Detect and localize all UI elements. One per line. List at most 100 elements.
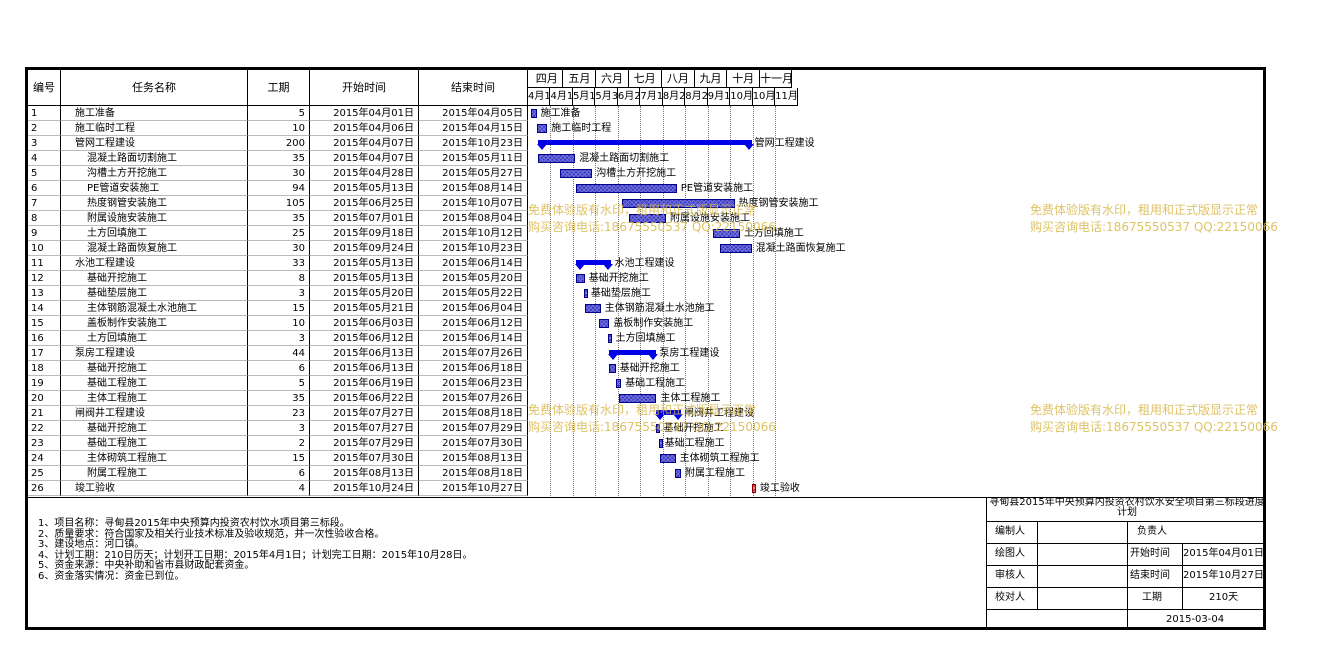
task-end: 2015年06月12日 — [419, 316, 528, 331]
bar-label: 基础工程施工 — [625, 378, 686, 389]
task-duration: 6 — [248, 361, 310, 376]
task-bar — [576, 184, 677, 193]
bar-label: 管网工程建设 — [754, 138, 815, 149]
timeline-week-label: 5月31日 — [595, 88, 618, 106]
task-start: 2015年09月18日 — [310, 226, 419, 241]
note-line: 6、资金落实情况：资金已到位。 — [38, 570, 185, 582]
task-start: 2015年09月24日 — [310, 241, 419, 256]
info-table: 寻甸县2015年中央预算内投资农村饮水安全项目第三标段进度计划 编制人 负责人 … — [986, 497, 1263, 627]
task-id: 11 — [28, 256, 61, 271]
task-bar — [598, 319, 610, 328]
task-bar — [622, 199, 735, 208]
task-id: 25 — [28, 466, 61, 481]
task-start: 2015年07月27日 — [310, 421, 419, 436]
task-name: PE管道安装施工 — [61, 181, 248, 196]
task-name: 管网工程建设 — [61, 136, 248, 151]
task-bar — [674, 469, 681, 478]
week-gridline — [640, 106, 642, 496]
task-start: 2015年06月12日 — [310, 331, 419, 346]
note-line: 3、建设地点：河口镇。 — [38, 539, 145, 550]
bar-label: 附属设施安装施工 — [670, 213, 751, 224]
task-start: 2015年07月01日 — [310, 211, 419, 226]
task-id: 12 — [28, 271, 61, 286]
watermark-line: 免费体验版有水印，租用和正式版显示正常 — [528, 203, 757, 217]
timeline-week-label: 8月23日 — [685, 88, 708, 106]
drawn-by-label: 绘图人 — [995, 548, 1025, 559]
watermark-line: 免费体验版有水印，租用和正式版显示正常 — [528, 403, 757, 417]
task-end: 2015年10月23日 — [419, 136, 528, 151]
task-start: 2015年04月06日 — [310, 121, 419, 136]
watermark-line: 购买咨询电话:18675550537 QQ:22150066 — [528, 220, 776, 234]
summary-bar — [576, 260, 612, 265]
task-bar — [609, 364, 616, 373]
task-name: 主体钢筋混凝土水池施工 — [61, 301, 248, 316]
summary-bar — [609, 350, 657, 355]
task-name: 基础开挖施工 — [61, 271, 248, 286]
reviewer-label: 审核人 — [995, 570, 1025, 581]
task-bar — [656, 424, 661, 433]
bar-label: 基础开挖施工 — [663, 423, 724, 434]
task-name: 施工临时工程 — [61, 121, 248, 136]
task-duration: 3 — [248, 286, 310, 301]
summary-bar-left-cap — [608, 354, 619, 360]
timeline-week-label: 10月25日 — [752, 88, 776, 106]
task-start: 2015年05月13日 — [310, 256, 419, 271]
task-start: 2015年08月13日 — [310, 466, 419, 481]
task-duration: 30 — [248, 166, 310, 181]
task-name: 基础开挖施工 — [61, 361, 248, 376]
note-line: 1、项目名称：寻甸县2015年中央预算内投资农村饮水项目第三标段。 — [38, 518, 350, 529]
task-name: 混凝土路面恢复施工 — [61, 241, 248, 256]
task-start: 2015年04月01日 — [310, 106, 419, 121]
end-label: 结束时间 — [1130, 570, 1170, 581]
duration-label: 工期 — [1142, 592, 1162, 603]
task-start: 2015年06月03日 — [310, 316, 419, 331]
task-id: 1 — [28, 106, 61, 121]
task-id: 14 — [28, 301, 61, 316]
task-name: 基础工程施工 — [61, 436, 248, 451]
timeline-week-label: 9月13日 — [707, 88, 731, 106]
task-duration: 4 — [248, 481, 310, 496]
task-duration: 5 — [248, 376, 310, 391]
task-bar — [576, 274, 585, 283]
task-start: 2015年06月13日 — [310, 361, 419, 376]
task-id: 26 — [28, 481, 61, 496]
timeline-week-label: 11月15日 — [775, 88, 798, 106]
header-end: 结束时间 — [419, 70, 528, 106]
task-end: 2015年06月14日 — [419, 331, 528, 346]
task-bar — [628, 214, 667, 223]
task-id: 5 — [28, 166, 61, 181]
note-line: 2、质量要求：符合国家及相关行业技术标准及验收规范，并一次性验收合格。 — [38, 528, 385, 540]
task-duration: 105 — [248, 196, 310, 211]
task-end: 2015年05月22日 — [419, 286, 528, 301]
note-line: 5、资金来源：中央补助和省市县财政配套资金。 — [38, 560, 255, 571]
summary-bar-right-cap — [673, 414, 683, 420]
week-gridline — [730, 106, 732, 496]
task-duration: 6 — [248, 466, 310, 481]
bar-label: 主体砌筑工程施工 — [679, 453, 760, 464]
task-duration: 10 — [248, 121, 310, 136]
task-end: 2015年08月18日 — [419, 466, 528, 481]
task-start: 2015年04月28日 — [310, 166, 419, 181]
header-start: 开始时间 — [310, 70, 419, 106]
made-by-label: 编制人 — [995, 526, 1025, 537]
timeline-week-label: 10月4日 — [730, 88, 753, 106]
header-id: 编号 — [28, 70, 61, 106]
task-bar — [531, 109, 537, 118]
notes-panel: 1、项目名称：寻甸县2015年中央预算内投资农村饮水项目第三标段。 2、质量要求… — [28, 497, 986, 627]
task-id: 8 — [28, 211, 61, 226]
task-name: 附属工程施工 — [61, 466, 248, 481]
task-end: 2015年07月29日 — [419, 421, 528, 436]
task-bar — [560, 169, 593, 178]
timeline-month-label: 五月 — [563, 70, 597, 88]
task-start: 2015年06月13日 — [310, 346, 419, 361]
task-id: 7 — [28, 196, 61, 211]
